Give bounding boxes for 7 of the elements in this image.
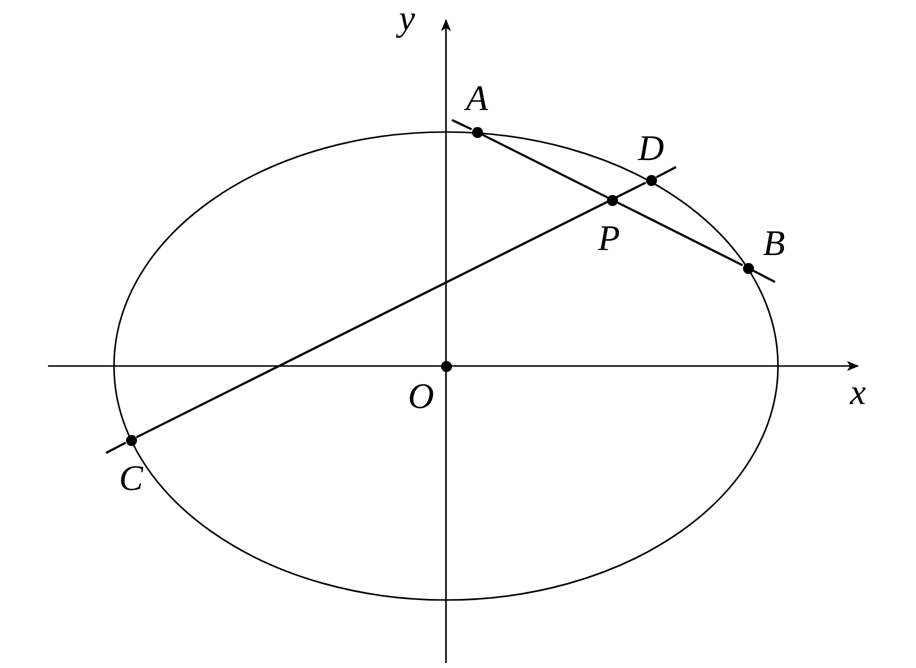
point-label: O <box>408 378 434 414</box>
point-label: P <box>598 220 620 256</box>
point-label: B <box>763 225 785 261</box>
point-label: C <box>119 460 144 496</box>
point-label: D <box>638 130 664 166</box>
axis-label: x <box>850 374 866 410</box>
point-label: A <box>466 80 488 116</box>
